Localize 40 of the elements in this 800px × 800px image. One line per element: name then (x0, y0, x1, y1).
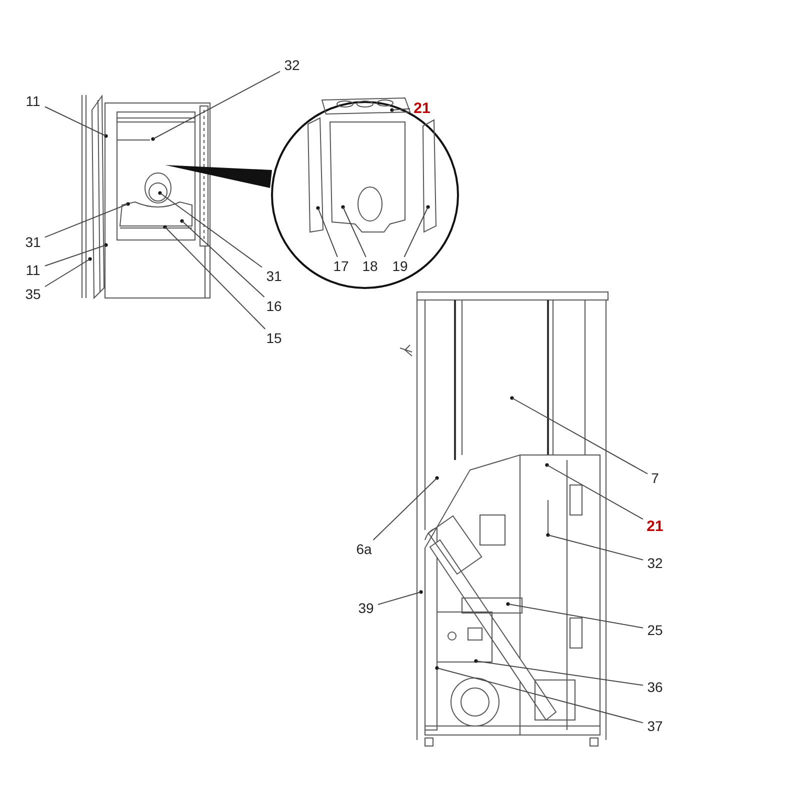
callout-number: 32 (647, 556, 663, 570)
leader-line (512, 398, 648, 474)
leader-line (182, 220, 265, 298)
callout-number: 19 (392, 259, 408, 273)
callout-number: 31 (25, 235, 41, 249)
callout-number: 21 (414, 100, 430, 116)
leader-line (404, 206, 428, 258)
callout-number: 31 (266, 269, 282, 283)
leader-line (476, 660, 644, 686)
callout-number: 11 (26, 94, 40, 108)
leader-line (436, 668, 644, 724)
callout-number: 7 (651, 471, 659, 485)
leader-line (318, 208, 338, 258)
leader-line (160, 192, 262, 268)
leader-line (378, 592, 422, 605)
callout-number: 11 (26, 263, 40, 277)
leader-line (546, 464, 644, 520)
callout-number: 36 (647, 680, 663, 694)
leader-line (164, 226, 266, 330)
leader-line (44, 258, 90, 288)
leader-line (44, 204, 128, 238)
callout-number: 18 (362, 259, 378, 273)
callout-number: 16 (266, 299, 282, 313)
callout-number: 35 (25, 287, 41, 301)
leader-line (152, 70, 280, 140)
callout-number: 37 (647, 719, 663, 733)
callout-number: 21 (646, 518, 664, 534)
callout-number: 15 (266, 331, 282, 345)
leader-line (342, 206, 366, 258)
leader-line (392, 108, 410, 110)
callout-number: 17 (333, 259, 349, 273)
callout-number: 6a (356, 542, 372, 556)
callout-number: 25 (647, 623, 663, 637)
callout-number: 32 (284, 58, 300, 72)
leader-line (508, 604, 644, 628)
leader-line (44, 244, 106, 266)
callout-number: 39 (358, 601, 374, 615)
leader-line (44, 106, 106, 136)
leader-line (548, 534, 644, 560)
leader-line (372, 478, 438, 540)
